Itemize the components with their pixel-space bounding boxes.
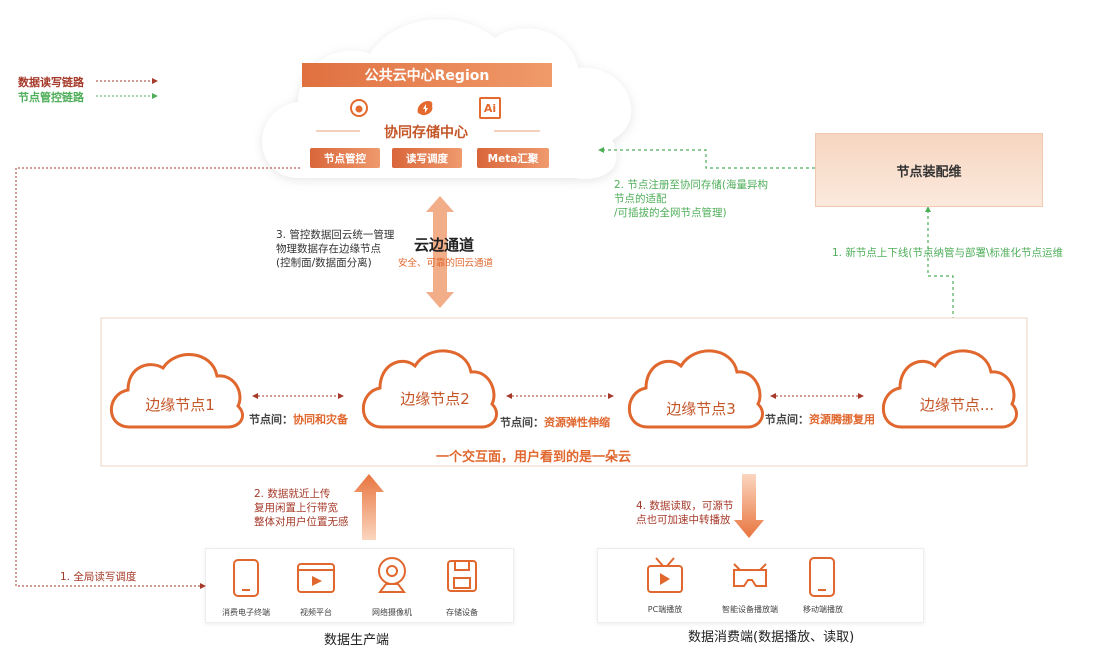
region-title: 公共云中心Region [302,63,552,87]
legend-control-link: 节点管控链路 [18,91,84,104]
edge-cloud-2 [361,349,498,429]
edge-node-3-label: 边缘节点3 [666,400,736,418]
video-icon [297,563,335,593]
note-online: 1. 新节点上下线(节点纳管与部署\标准化节点运维 [832,247,1063,259]
channel-subtitle: 安全、可靠的回云通道 [398,258,494,269]
phone-icon [233,559,259,597]
device-label-mobile: 移动端播放 [803,605,843,614]
pill-meta: Meta汇聚 [477,148,549,168]
note-read: 4. 数据读取，可源节 点也可加速中转播放 [636,500,734,526]
link-3-label: 节点间：资源腾挪复用 [765,413,875,426]
edge-node-2-label: 边缘节点2 [400,390,470,408]
note-register: 2. 节点注册至协同存储(海量异构 节点的适配 /可插拔的全网节点管理) [614,179,768,219]
consumer-label: 数据消费端(数据播放、读取) [688,630,855,645]
ai-icon: Ai [479,97,501,119]
device-label-camera: 网络摄像机 [372,608,412,617]
device-label-tv: PC端播放 [647,605,683,614]
producer-label: 数据生产端 [324,633,390,648]
channel-arrow [426,196,454,308]
storage-icon [447,560,477,592]
region-center-title: 协同存储中心 [384,125,468,141]
device-label-video: 视频平台 [300,608,332,617]
edge-cloud-4 [881,349,1018,429]
legend-data-link: 数据读写链路 [18,76,84,89]
node-ops-box: 节点装配维 [815,133,1043,207]
edge-cloud-3 [627,349,764,429]
pill-rw-dispatch: 读写调度 [392,148,462,168]
note-control-back: 3. 管控数据回云统一管理 物理数据存在边缘节点 (控制面/数据面分离) [276,229,395,269]
link-2-label: 节点间：资源弹性伸缩 [500,416,610,429]
channel-title: 云边通道 [414,236,475,254]
read-arrow [734,474,764,538]
link-1-label: 节点间：协同和灾备 [249,413,348,426]
tv-icon [647,565,683,593]
device-label-vr: 智能设备播放端 [722,605,778,614]
rocket-icon [414,97,436,119]
device-label-storage: 存储设备 [446,608,478,617]
upload-arrow [354,474,384,540]
note-global-dispatch: 1. 全局读写调度 [60,571,137,583]
edge-panel [100,317,1028,467]
edge-node-1-label: 边缘节点1 [145,396,215,414]
edge-cloud-1 [110,353,244,429]
edge-node-4-label: 边缘节点... [919,396,995,414]
eye-icon [348,97,370,119]
pill-node-control: 节点管控 [310,148,380,168]
note-upload: 2. 数据就近上传 复用闲置上行带宽 整体对用户位置无感 [254,488,349,528]
mobile-icon [809,557,835,597]
edge-banner: 一个交互面，用户看到的是一朵云 [436,450,632,465]
region-cloud [262,19,632,179]
camera-icon [378,557,406,585]
device-label-phone: 消费电子终端 [222,608,270,617]
vr-icon [733,569,767,587]
